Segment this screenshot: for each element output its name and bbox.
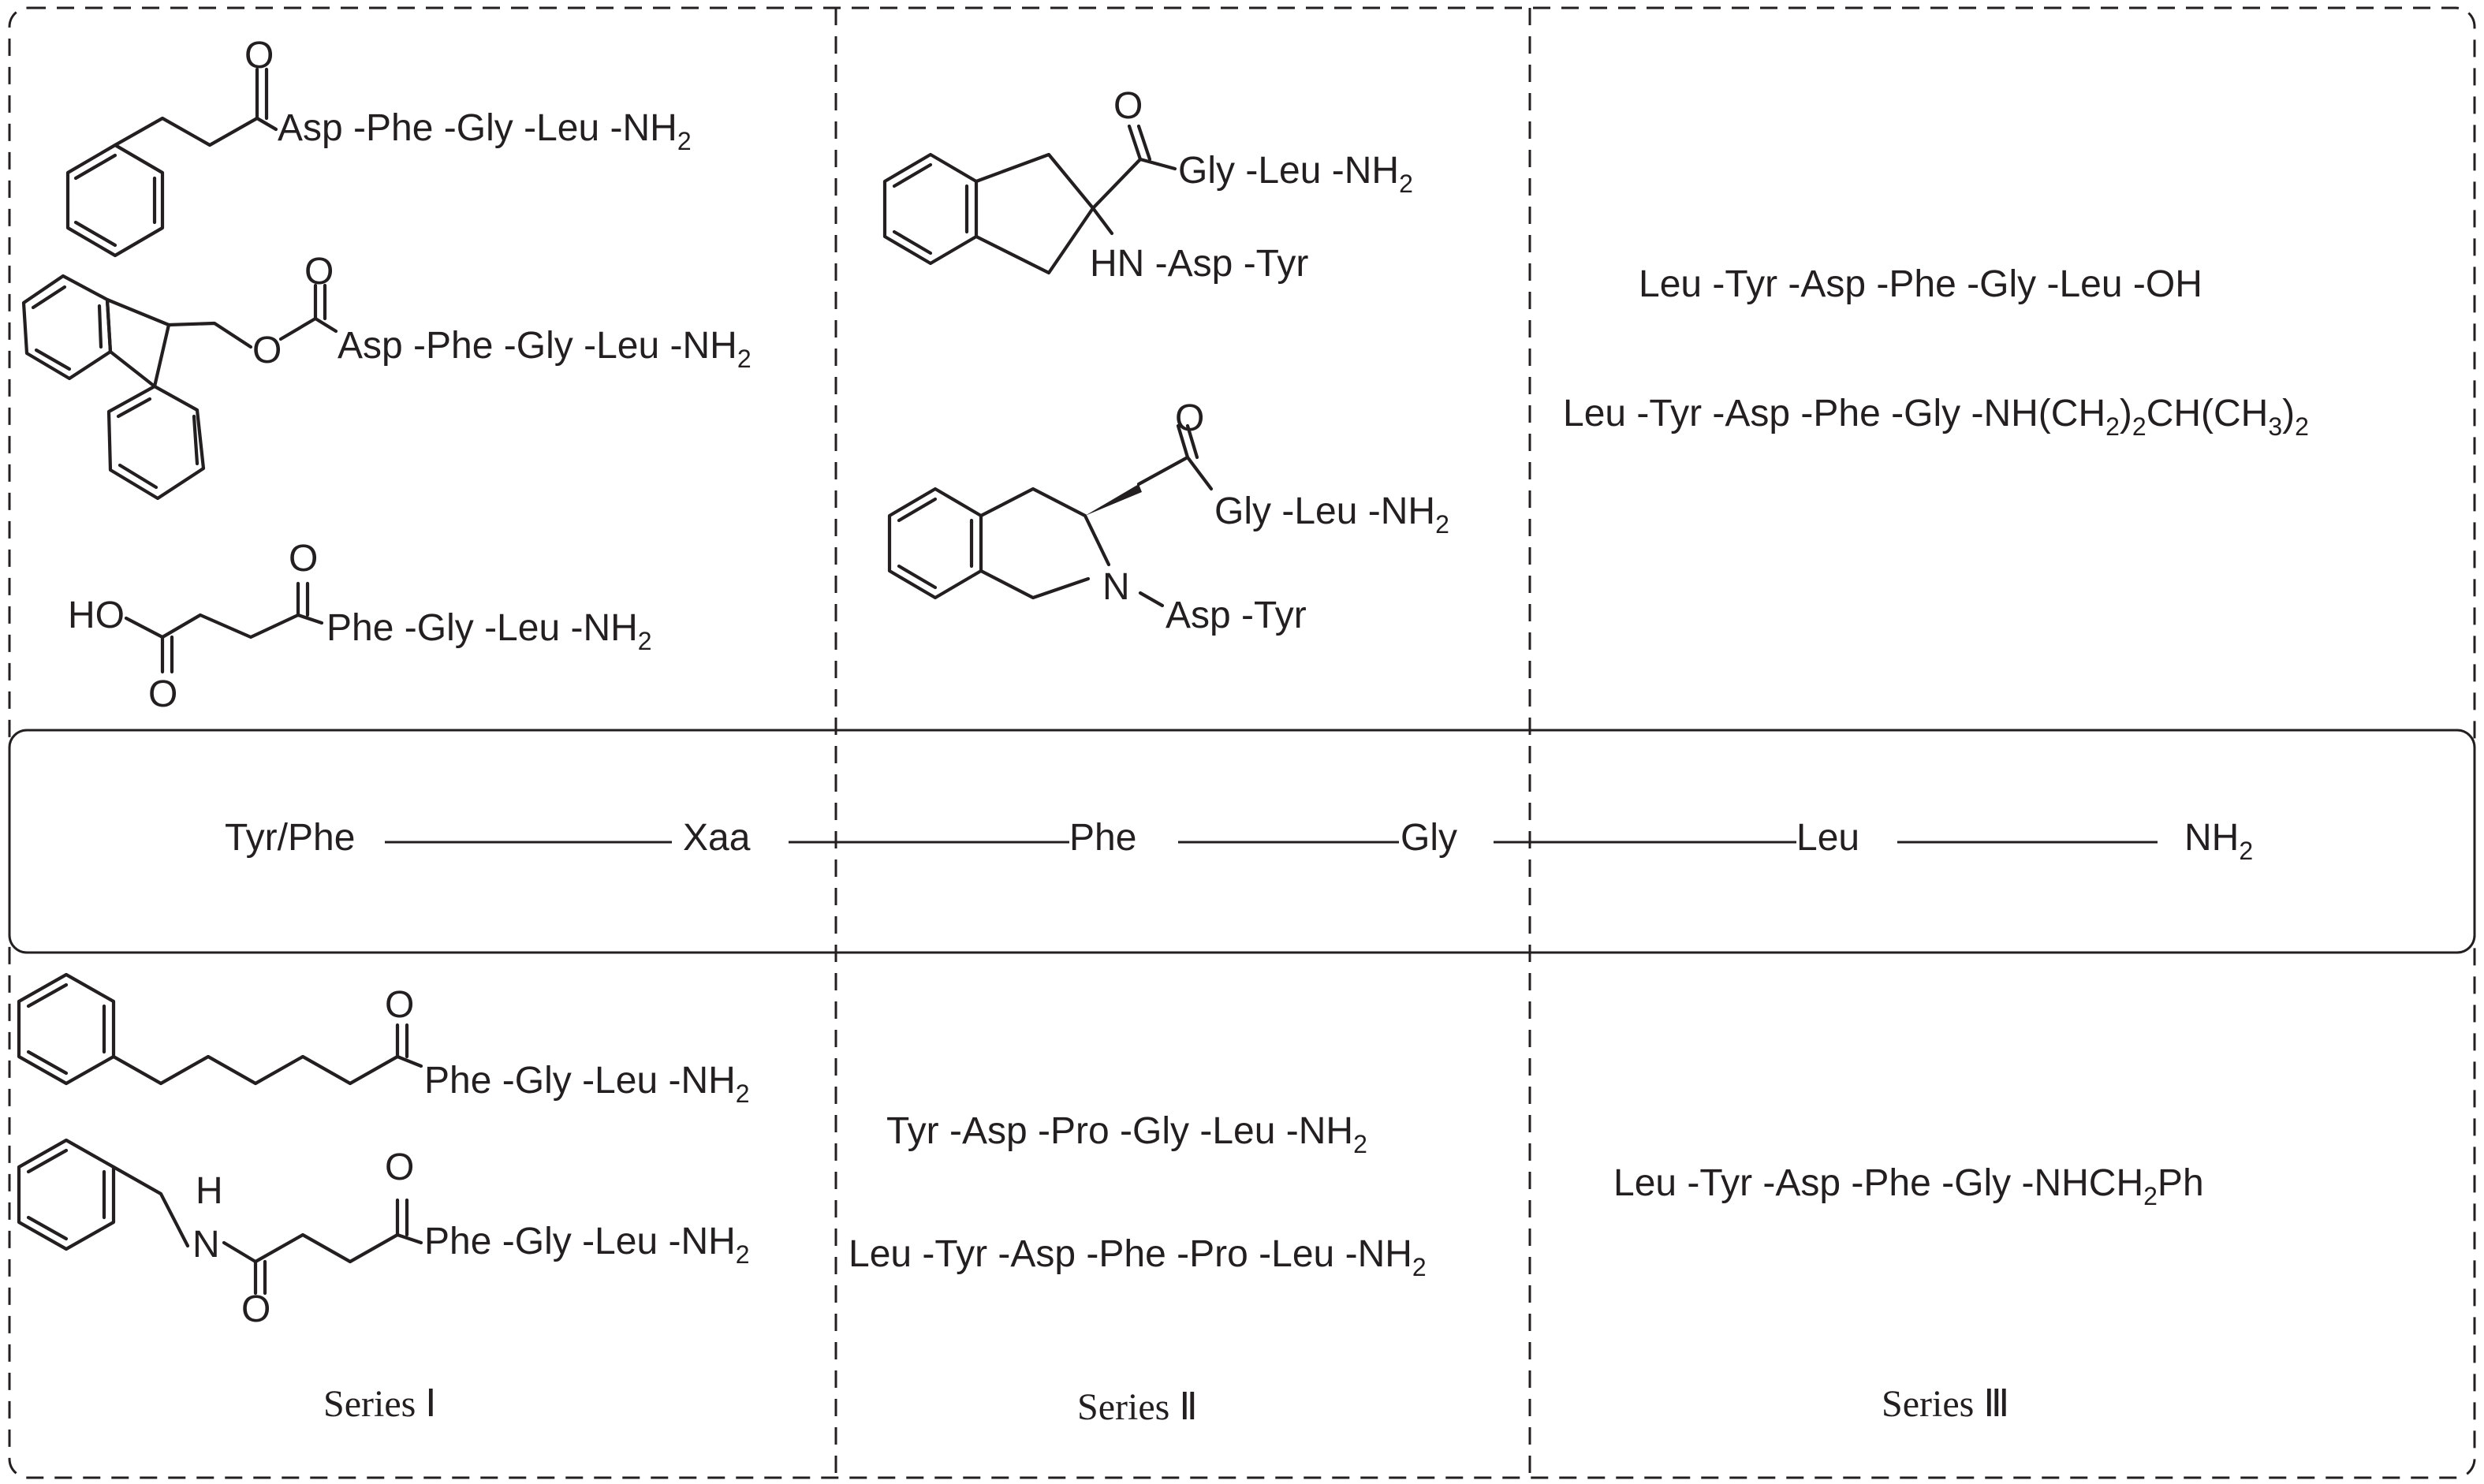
backbone-residue-4: Gly	[1401, 817, 1457, 859]
svg-text:HO: HO	[68, 595, 125, 636]
series-1-label: Series Ⅰ	[323, 1383, 436, 1425]
benzene-ring-icon	[65, 143, 165, 258]
series2-compound-1: O Gly -Leu -NH2 HN -Asp -Tyr	[882, 85, 1413, 285]
backbone-residue-6: NH2	[2184, 817, 2253, 865]
svg-text:O: O	[385, 984, 414, 1026]
series1-compound-1: O Asp -Phe -Gly -Leu -NH2	[65, 35, 692, 258]
svg-text:O: O	[289, 538, 318, 580]
fluorene-icon	[21, 274, 206, 501]
backbone-sequence: Tyr/Phe Xaa Phe Gly Leu NH2	[225, 817, 2253, 865]
backbone-box	[8, 729, 2476, 954]
svg-text:HN -Asp -Tyr: HN -Asp -Tyr	[1090, 243, 1308, 285]
svg-text:Asp -Phe -Gly -Leu -NH2: Asp -Phe -Gly -Leu -NH2	[338, 325, 752, 373]
benzene-ring-icon	[17, 1138, 116, 1251]
svg-text:Phe -Gly -Leu -NH2: Phe -Gly -Leu -NH2	[424, 1060, 750, 1108]
svg-text:Asp -Tyr: Asp -Tyr	[1166, 595, 1307, 636]
svg-text:O: O	[1113, 85, 1143, 127]
indane-icon	[882, 152, 1095, 275]
svg-text:O: O	[304, 251, 334, 293]
backbone-residue-5: Leu	[1796, 817, 1859, 859]
svg-text:O: O	[252, 330, 282, 371]
series1-compound-3: HO O O Phe -Gly -Leu -NH2	[68, 538, 652, 715]
series-3-label: Series Ⅲ	[1882, 1383, 2009, 1425]
svg-text:O: O	[385, 1147, 414, 1188]
series2-compound-4: Leu -Tyr -Asp -Phe -Pro -Leu -NH2	[849, 1233, 1427, 1281]
backbone-residue-1: Tyr/Phe	[225, 817, 355, 859]
series1-compound-4: O Phe -Gly -Leu -NH2	[17, 972, 750, 1108]
svg-text:Asp -Phe -Gly -Leu -NH2: Asp -Phe -Gly -Leu -NH2	[278, 107, 692, 155]
series2-compound-2: N O Gly -Leu -NH2 Asp -Tyr	[887, 397, 1449, 636]
svg-text:N: N	[192, 1224, 220, 1266]
series1-compound-2: O O Asp -Phe -Gly -Leu -NH2	[21, 251, 752, 501]
series3-compound-2: Leu -Tyr -Asp -Phe -Gly -NH(CH2)2CH(CH3)…	[1563, 393, 2309, 441]
svg-text:O: O	[244, 35, 274, 76]
svg-text:N: N	[1102, 566, 1130, 608]
series1-compound-5: H N O O Phe -Gly -Leu -NH2	[17, 1138, 750, 1330]
svg-text:Phe -Gly -Leu -NH2: Phe -Gly -Leu -NH2	[326, 607, 652, 655]
svg-text:Gly -Leu -NH2: Gly -Leu -NH2	[1178, 150, 1413, 198]
series-2-label: Series Ⅱ	[1077, 1386, 1198, 1428]
tetrahydroisoquinoline-icon	[887, 487, 1111, 600]
series3-compound-1: Leu -Tyr -Asp -Phe -Gly -Leu -OH	[1639, 263, 2202, 305]
series3-compound-3: Leu -Tyr -Asp -Phe -Gly -NHCH2Ph	[1613, 1162, 2204, 1210]
series2-compound-3: Tyr -Asp -Pro -Gly -Leu -NH2	[886, 1110, 1367, 1158]
benzene-ring-icon	[17, 972, 116, 1086]
svg-text:O: O	[1175, 397, 1204, 439]
svg-text:O: O	[148, 673, 177, 715]
svg-text:H: H	[196, 1170, 223, 1212]
backbone-residue-3: Phe	[1069, 817, 1136, 859]
svg-text:O: O	[241, 1288, 270, 1330]
svg-text:Gly -Leu -NH2: Gly -Leu -NH2	[1214, 490, 1449, 539]
svg-text:Phe -Gly -Leu -NH2: Phe -Gly -Leu -NH2	[424, 1221, 750, 1269]
backbone-residue-2: Xaa	[683, 817, 751, 859]
